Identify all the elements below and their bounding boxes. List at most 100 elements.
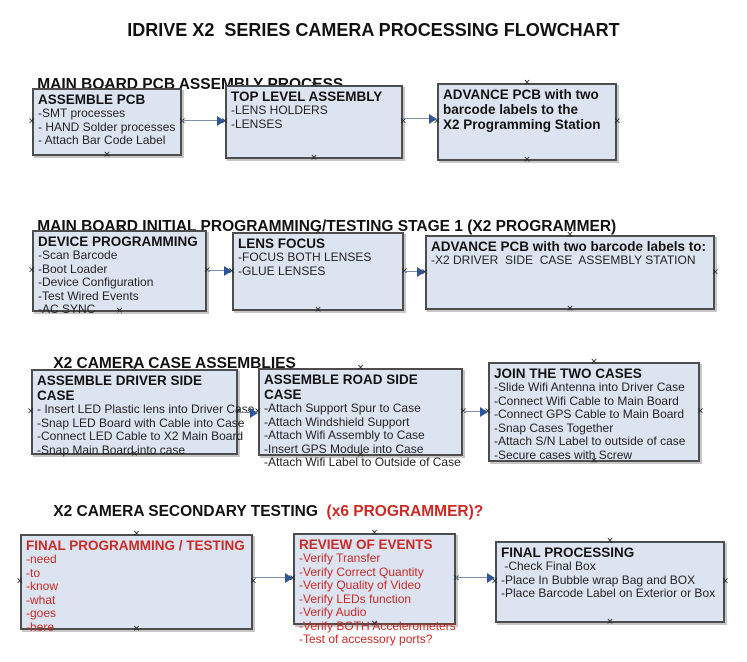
box-item: -what xyxy=(26,592,56,607)
arrow-line xyxy=(456,577,490,578)
box-item: - HAND Solder processes xyxy=(38,119,176,134)
box-item: -Connect LED Cable to X2 Main Board xyxy=(37,429,244,443)
flow-arrow xyxy=(456,573,495,583)
arrow-head-icon xyxy=(417,267,425,277)
box-item: -Secure cases with Screw xyxy=(494,447,633,462)
arrow-line xyxy=(403,118,432,119)
box-item: - Attach Bar Code Label xyxy=(38,133,166,147)
box-item: -Place In Bubble wrap Bag and BOX xyxy=(501,572,696,587)
final-programming-testing-title: FINAL PROGRAMMING / TESTING xyxy=(26,538,245,553)
box-item: -LENSES xyxy=(231,116,283,131)
flow-arrow xyxy=(404,267,425,277)
box-item: -Verify Quality of Video xyxy=(299,578,421,592)
advance-pcb-to-programming-box: ADVANCE PCB with two barcode labels to t… xyxy=(433,79,621,165)
box-item: -AC SYNC xyxy=(38,302,96,316)
box-item: -Test of accessory ports? xyxy=(299,632,433,646)
box-item: -Verify Transfer xyxy=(299,551,381,565)
box-item: -here xyxy=(26,619,55,634)
arrow-line xyxy=(253,577,288,578)
section-heading-text: X2 CAMERA CASE ASSEMBLIES xyxy=(53,355,296,372)
box-item: -Verify LEDs function xyxy=(299,591,412,606)
arrow-line xyxy=(404,271,420,272)
box-item: -Slide Wifi Antenna into Driver Case xyxy=(494,380,685,394)
connector-handle-bottom-icon: × xyxy=(314,305,322,315)
box-item: -goes xyxy=(26,606,57,620)
connector-handle-bottom-icon: × xyxy=(310,153,318,163)
arrow-head-icon xyxy=(250,408,258,418)
box-item: -need xyxy=(26,552,57,566)
box-item: -Connect GPS Cable to Main Board xyxy=(494,407,685,421)
advance-pcb-to-case-assembly-box: ADVANCE PCB with two barcode labels to:-… xyxy=(421,231,719,314)
arrow-line xyxy=(463,411,483,412)
box-item: -Attach Support Spur to Case xyxy=(264,401,421,415)
page-title: IDRIVE X2 SERIES CAMERA PROCESSING FLOWC… xyxy=(127,20,620,40)
flow-arrow xyxy=(207,266,232,276)
connector-handle-right-icon: × xyxy=(613,116,621,127)
flow-arrow xyxy=(403,114,437,124)
box-item: -Attach Wifi Assembly to Case xyxy=(264,428,425,442)
box-item: -Attach Windshield Support xyxy=(264,414,410,429)
section-heading-text: X2 CAMERA SECONDARY TESTING xyxy=(53,503,327,520)
device-programming-title: DEVICE PROGRAMMING xyxy=(38,234,198,249)
box-item: -Insert GPS Module into Case xyxy=(264,441,424,456)
section-heading-case-assemblies: X2 CAMERA CASE ASSEMBLIES xyxy=(36,337,296,391)
box-item: -Verify Audio xyxy=(299,605,367,619)
assemble-driver-side-case-box: ASSEMBLE DRIVER SIDE CASE- Insert LED Pl… xyxy=(27,365,255,459)
assemble-road-side-case-title: ASSEMBLE ROAD SIDE CASE xyxy=(264,372,418,402)
arrow-head-icon xyxy=(285,573,293,583)
assemble-pcb-box: ASSEMBLE PCB-SMT processes- HAND Solder … xyxy=(28,84,186,160)
arrow-head-icon xyxy=(429,114,437,124)
advance-pcb-to-case-assembly-title: ADVANCE PCB with two barcode labels to: xyxy=(431,239,707,254)
connector-handle-right-icon: × xyxy=(721,576,729,587)
flow-arrow xyxy=(463,407,488,417)
connector-handle-left-icon: × xyxy=(28,265,36,276)
box-item: -Snap Cases Together xyxy=(494,420,614,435)
box-item: -Snap LED Board with Cable into Case xyxy=(37,415,245,430)
assemble-road-side-case-box: ASSEMBLE ROAD SIDE CASE-Attach Support S… xyxy=(254,364,467,469)
arrow-line xyxy=(182,120,220,121)
box-item: -Device Configuration xyxy=(38,275,154,289)
box-item: -Verify BOTH Accelerometers xyxy=(299,618,456,633)
arrow-head-icon xyxy=(487,573,495,583)
box-item: -Place Barcode Label on Exterior or Box xyxy=(501,586,716,600)
connector-handle-left-icon: × xyxy=(27,406,35,417)
connector-handle-bottom-icon: × xyxy=(523,155,531,165)
flow-arrow xyxy=(182,116,225,126)
box-item: -X2 DRIVER SIDE CASE ASSEMBLY STATION xyxy=(431,253,696,267)
connector-handle-right-icon: × xyxy=(711,267,719,277)
connector-handle-right-icon: × xyxy=(696,406,704,417)
box-item: -to xyxy=(26,565,41,580)
arrow-head-icon xyxy=(480,407,488,417)
advance-pcb-to-programming-title: ADVANCE PCB with two barcode labels to t… xyxy=(443,87,601,132)
box-item: -Boot Loader xyxy=(38,261,108,276)
arrow-line xyxy=(207,270,227,271)
top-level-assembly-title: TOP LEVEL ASSEMBLY xyxy=(231,89,383,104)
lens-focus-box: LENS FOCUS-FOCUS BOTH LENSES-GLUE LENSES… xyxy=(228,228,408,315)
box-item: -GLUE LENSES xyxy=(238,263,326,278)
review-of-events-title: REVIEW OF EVENTS xyxy=(299,537,433,552)
box-item: -Snap Main Board into case xyxy=(37,442,186,457)
connector-handle-bottom-icon: × xyxy=(606,617,614,627)
connector-handle-bottom-icon: × xyxy=(566,304,574,314)
box-item: - Insert LED Plastic lens into Driver Ca… xyxy=(37,402,255,416)
flow-arrow xyxy=(253,573,293,583)
arrow-head-icon xyxy=(224,266,232,276)
connector-handle-left-icon: × xyxy=(16,576,24,587)
final-processing-title: FINAL PROCESSING xyxy=(501,545,635,560)
assemble-driver-side-case-title: ASSEMBLE DRIVER SIDE CASE xyxy=(37,373,203,403)
box-item: -Attach Wifi Label to Outside of Case xyxy=(264,455,461,469)
box-item: -SMT processes xyxy=(38,106,126,120)
top-level-assembly-box: TOP LEVEL ASSEMBLY-LENS HOLDERS-LENSES××… xyxy=(221,81,407,163)
flow-arrow xyxy=(238,408,258,418)
assemble-pcb-title: ASSEMBLE PCB xyxy=(38,92,146,107)
box-item: -LENS HOLDERS xyxy=(231,103,328,117)
review-of-events-box: REVIEW OF EVENTS-Verify Transfer-Verify … xyxy=(289,529,460,646)
final-programming-testing-box: FINAL PROGRAMMING / TESTING-need-to-know… xyxy=(16,530,257,634)
join-the-two-cases-title: JOIN THE TWO CASES xyxy=(494,366,642,381)
box-item: -Verify Correct Quantity xyxy=(299,564,424,579)
section-heading-secondary-testing: X2 CAMERA SECONDARY TESTING (x6 PROGRAMM… xyxy=(36,485,483,539)
arrow-line xyxy=(238,412,253,413)
box-item: -Attach S/N Label to outside of case xyxy=(494,434,686,448)
connector-handle-bottom-icon: × xyxy=(103,150,111,160)
